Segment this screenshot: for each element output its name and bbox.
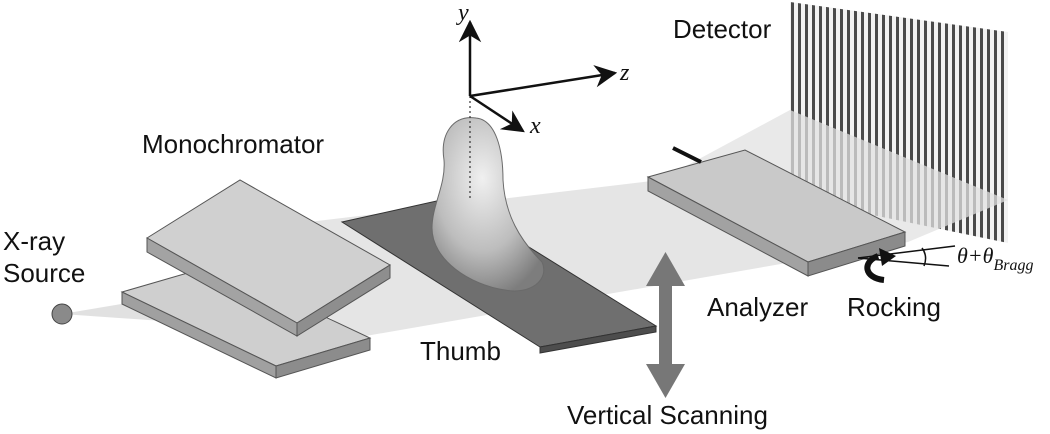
vertical-scanning-arrow — [646, 252, 685, 398]
bragg-angle-prefix: θ+θ — [957, 243, 994, 268]
analyzer-label: Analyzer — [707, 292, 808, 322]
rocking-arrow — [864, 253, 885, 283]
z-axis-arrow — [469, 65, 618, 98]
monochromator-upper-crystal — [146, 179, 391, 337]
x-axis-arrow — [469, 94, 525, 133]
xray-source-label-line1: X-ray — [3, 226, 65, 256]
monochromator-label: Monochromator — [142, 129, 324, 159]
xray-source-dot — [51, 303, 73, 325]
bragg-angle-subscript: Bragg — [993, 257, 1033, 274]
thumb-label: Thumb — [420, 336, 501, 366]
diffracted-beam — [660, 110, 1008, 242]
analyzer-slit — [672, 146, 702, 164]
incident-beam — [62, 294, 330, 362]
coordinate-axes: y z x — [456, 0, 630, 139]
x-axis-label: x — [529, 113, 541, 139]
monochromator-lower-crystal — [120, 264, 372, 379]
rocking-label: Rocking — [847, 292, 941, 322]
bragg-angle-label: θ+θBragg — [957, 243, 1033, 274]
analyzer-crystal — [646, 146, 907, 277]
detector-label: Detector — [673, 14, 772, 44]
vertical-scanning-label: Vertical Scanning — [567, 400, 768, 430]
z-axis-label: z — [619, 60, 630, 86]
thumb — [431, 117, 545, 292]
y-axis-label: y — [456, 0, 469, 26]
rocking-symbol — [857, 245, 956, 283]
xray-source-label-line2: Source — [3, 258, 85, 288]
